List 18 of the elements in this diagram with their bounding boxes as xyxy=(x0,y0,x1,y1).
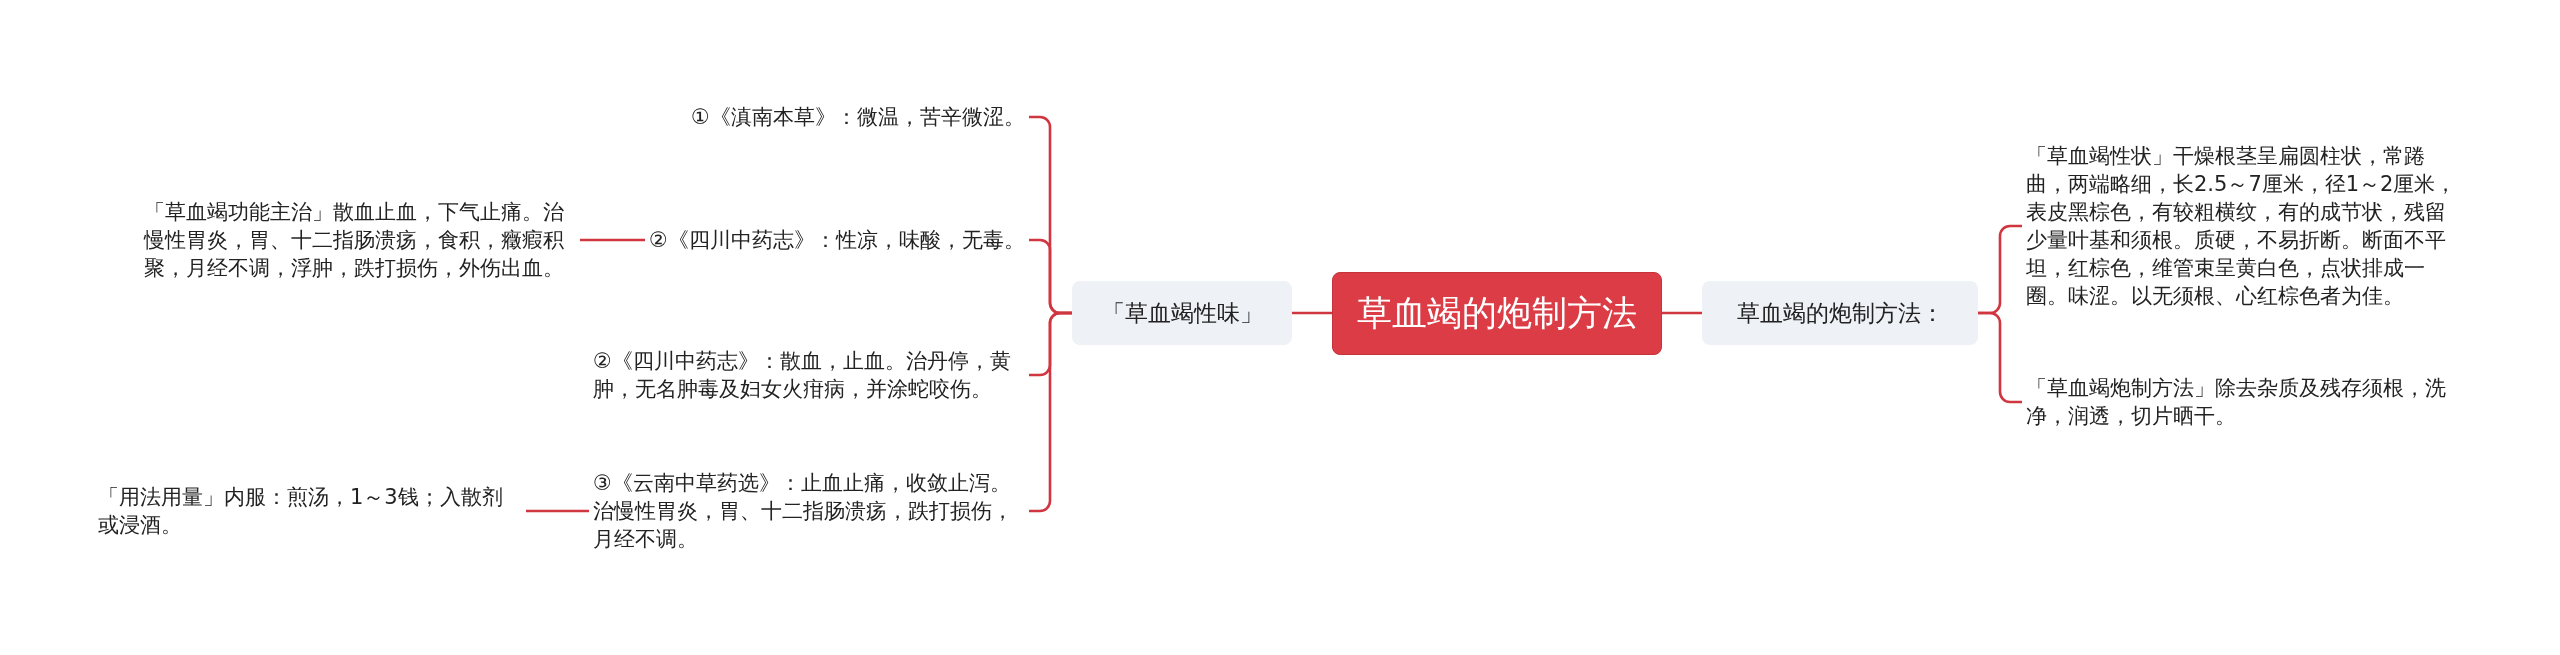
central-topic-box xyxy=(1332,271,1662,355)
topic-label: 「草血竭性味」 xyxy=(1101,298,1263,328)
connector-line xyxy=(1662,311,1702,315)
note-text: 「用法用量」内服：煎汤，1～3钱；入散剂或浸酒。 xyxy=(94,483,526,539)
topic-label: 草血竭的炮制方法 xyxy=(1357,291,1637,335)
note-text: 「草血竭性状」干燥根茎呈扁圆柱状，常踡曲，两端略细，长2.5～7厘米，径1～2厘米，表皮黑棕色，有较粗横纹，有的成节状，残留少量叶基和须根。质硬，不易折断。断面不平坦，红棕色，维管束呈黄白色，点状排成一圈。味涩。以无须根、心红棕色者为佳。 xyxy=(2022,142,2466,310)
connector-line xyxy=(526,509,589,513)
note-text: ①《滇南本草》：微温，苦辛微涩。 xyxy=(687,103,1029,131)
topic-box xyxy=(1072,281,1292,345)
note-text: ②《四川中药志》：散血，止血。治丹停，黄肿，无名肿毒及妇女火疳病，并涂蛇咬伤。 xyxy=(589,347,1029,403)
note-text: ③《云南中草药选》：止血止痛，收敛止泻。治慢性胃炎，胃、十二指肠溃疡，跌打损伤，月经不调。 xyxy=(589,469,1029,553)
note-text: 「草血竭炮制方法」除去杂质及残存须根，洗净，润透，切片晒干。 xyxy=(2022,374,2466,430)
note-text: 「草血竭功能主治」散血止血，下气止痛。治慢性胃炎，胃、十二指肠溃疡，食积，癥瘕积聚，月经不调，浮肿，跌打损伤，外伤出血。 xyxy=(140,198,580,282)
topic-label: 草血竭的炮制方法： xyxy=(1736,298,1944,328)
note-text: ②《四川中药志》：性凉，味酸，无毒。 xyxy=(645,226,1029,254)
connector-line xyxy=(580,238,645,242)
topic-box xyxy=(1702,281,1978,345)
connector-line xyxy=(1292,311,1332,315)
